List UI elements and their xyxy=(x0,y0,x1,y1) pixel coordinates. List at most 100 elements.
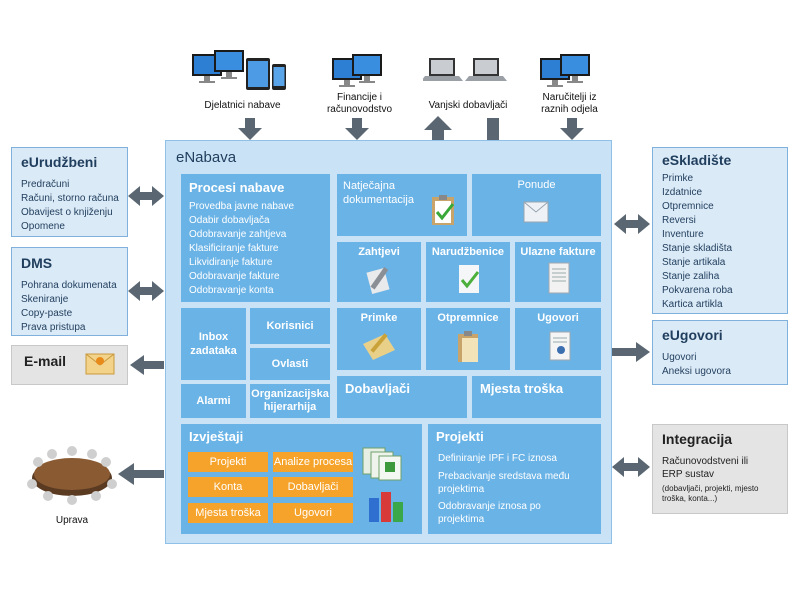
report-button-konta[interactable]: Konta xyxy=(188,477,268,497)
double-arrow-icon xyxy=(612,457,650,477)
list-item: Primke xyxy=(662,173,694,184)
organizacijska-hijerarhija-tile[interactable]: Organizacijska hijerarhija xyxy=(250,384,330,418)
list-item: Pokvarena roba xyxy=(662,285,733,296)
arrow-left-icon xyxy=(118,463,164,485)
dms-list: Pohrana dokumenata Skeniranje Copy-paste… xyxy=(21,279,117,335)
list-item: Odobravanje zahtjeva xyxy=(189,229,287,240)
double-arrow-icon xyxy=(128,281,164,301)
list-item: Inventure xyxy=(662,229,704,240)
integracija-line1: Računovodstveni ili xyxy=(662,456,749,467)
integracija-line2: ERP sustav xyxy=(662,469,715,480)
list-item: Odobravanje fakture xyxy=(189,271,280,282)
device-label-nabava: Djelatnici nabave xyxy=(204,100,281,111)
document-check-icon xyxy=(459,265,480,293)
alarmi-tile[interactable]: Alarmi xyxy=(181,384,246,418)
contract-icon xyxy=(549,331,571,361)
primke-tile[interactable]: Primke xyxy=(337,308,421,370)
list-item: Prava pristupa xyxy=(21,322,86,333)
monitor-icon xyxy=(540,54,590,87)
device-label-narucitelji: Naručitelji iz raznih odjela xyxy=(541,92,598,115)
alarmi-title: Alarmi xyxy=(196,395,231,407)
eurudzbeni-list: Predračuni Računi, storno računa Obavije… xyxy=(21,178,119,234)
monitor-icon xyxy=(332,54,382,87)
primke-title: Primke xyxy=(360,312,398,324)
list-item: Pohrana dokumenata xyxy=(21,280,117,291)
arrow-down-icon xyxy=(345,118,369,140)
double-arrow-icon xyxy=(614,214,650,234)
ponude-tile[interactable]: Ponude xyxy=(472,174,601,236)
list-item: Stanje zaliha xyxy=(662,271,720,282)
narudzbenice-tile[interactable]: Narudžbenice xyxy=(426,242,510,302)
list-item: Copy-paste xyxy=(21,308,73,319)
clipboard-icon xyxy=(458,331,478,362)
report-button-mjesta-troska[interactable]: Mjesta troška xyxy=(188,503,268,523)
izvjestaji-title: Izvještaji xyxy=(189,429,244,444)
projekti-panel: Projekti Definiranje IPF i FC iznosa Pre… xyxy=(428,424,601,534)
spreadsheet-icon xyxy=(362,447,402,481)
zahtjevi-title: Zahtjevi xyxy=(358,246,400,258)
integracija-note: (dobavljači, projekti, mjesto troška, ko… xyxy=(662,484,759,503)
report-button-projekti[interactable]: Projekti xyxy=(188,452,268,472)
eugovori-list: Ugovori Aneksi ugovora xyxy=(662,351,731,379)
email-panel: E-mail xyxy=(11,345,128,385)
list-item: Izdatnice xyxy=(662,187,703,198)
projekti-item: Definiranje IPF i FC iznosa xyxy=(438,453,557,464)
otpremnice-title: Otpremnice xyxy=(437,312,499,324)
email-title: E-mail xyxy=(24,353,67,369)
narudzbenice-title: Narudžbenice xyxy=(431,246,505,258)
device-group-narucitelji: Naručitelji iz raznih odjela xyxy=(532,52,607,118)
list-item: Skeniranje xyxy=(21,294,69,305)
list-item: Stanje artikala xyxy=(662,257,726,268)
inbox-zadataka-tile[interactable]: Inbox zadataka xyxy=(181,308,246,380)
report-button-dobavljaci[interactable]: Dobavljači xyxy=(273,477,353,497)
integracija-panel: Integracija Računovodstveni ili ERP sust… xyxy=(652,424,788,514)
list-item: Računi, storno računa xyxy=(21,193,119,204)
zahtjevi-tile[interactable]: Zahtjevi xyxy=(337,242,421,302)
report-button-ugovori[interactable]: Ugovori xyxy=(273,503,353,523)
meeting-table-icon xyxy=(27,446,117,505)
ovlasti-tile[interactable]: Ovlasti xyxy=(250,348,330,380)
korisnici-tile[interactable]: Korisnici xyxy=(250,308,330,344)
list-item: Otpremnice xyxy=(662,201,714,212)
list-item: Ugovori xyxy=(662,352,697,363)
korisnici-title: Korisnici xyxy=(266,320,314,332)
arrow-down-icon xyxy=(560,118,584,140)
list-item: Aneksi ugovora xyxy=(662,366,731,377)
document-sign-icon xyxy=(363,333,395,360)
list-item: Kartica artikla xyxy=(662,299,723,310)
dobavljaci-title: Dobavljači xyxy=(345,381,411,396)
mjesta-troska-tile[interactable]: Mjesta troška xyxy=(472,376,601,418)
projekti-item: Prebacivanje sredstava među projektima xyxy=(438,471,570,495)
uprava-label: Uprava xyxy=(55,515,89,526)
dobavljaci-tile[interactable]: Dobavljači xyxy=(337,376,467,418)
ugovori-tile[interactable]: Ugovori xyxy=(515,308,601,370)
device-label-dobavljaci: Vanjski dobavljači xyxy=(428,100,508,111)
integracija-title: Integracija xyxy=(662,431,733,447)
natjecajna-dokumentacija-tile[interactable]: Natječajna dokumentacija xyxy=(337,174,467,236)
device-label-financije: Financije i računovodstvo xyxy=(326,92,393,115)
eskladiste-title: eSkladište xyxy=(662,152,732,168)
mjesta-troska-title: Mjesta troška xyxy=(480,381,564,396)
natjecajna-title: Natječajna dokumentacija xyxy=(343,180,414,206)
list-item: Reversi xyxy=(662,215,696,226)
invoice-icon xyxy=(548,262,570,294)
monitor-tablet-phone-icon xyxy=(192,50,286,90)
inbox-zadataka-title: Inbox zadataka xyxy=(190,331,237,357)
bar-chart-icon xyxy=(369,492,403,522)
projekti-item: Odobravanje iznosa po projektima xyxy=(438,501,541,525)
eugovori-title: eUgovori xyxy=(662,327,723,343)
eugovori-panel: eUgovori Ugovori Aneksi ugovora xyxy=(652,320,788,385)
clipboard-check-icon xyxy=(432,195,455,225)
otpremnice-tile[interactable]: Otpremnice xyxy=(426,308,510,370)
arrow-left-icon xyxy=(130,355,164,375)
laptop-icon xyxy=(423,58,507,81)
envelope-icon xyxy=(523,201,549,223)
report-button-analize-procesa[interactable]: Analize procesa xyxy=(273,452,353,472)
arrow-down-icon xyxy=(238,118,262,140)
ulazne-fakture-tile[interactable]: Ulazne fakture xyxy=(515,242,601,302)
projekti-title: Projekti xyxy=(436,429,484,444)
eurudzbeni-panel: eUrudžbeni Predračuni Računi, storno rač… xyxy=(11,147,128,237)
list-item: Stanje skladišta xyxy=(662,243,733,254)
procesi-nabave-panel: Procesi nabave Provedba javne nabave Oda… xyxy=(181,174,330,302)
izvjestaji-panel: Izvještaji Projekti Analize procesa Kont… xyxy=(181,424,422,534)
